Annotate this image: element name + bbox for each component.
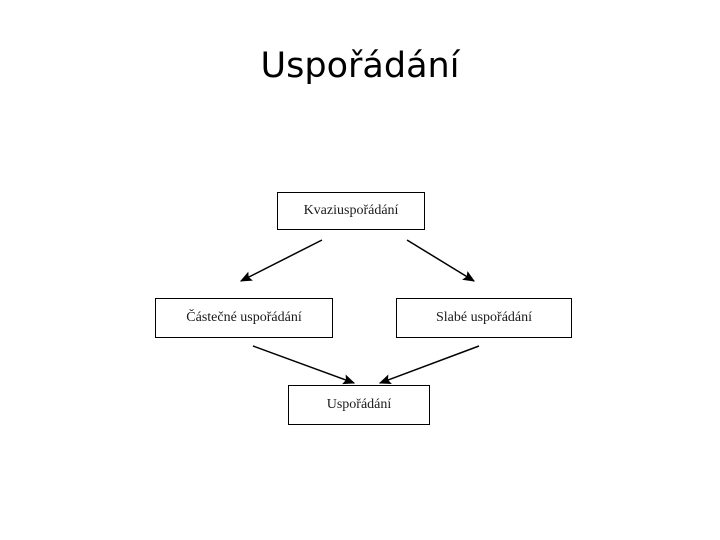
node-label-usporadani: Uspořádání <box>326 397 392 412</box>
node-castecne-usporadani[interactable]: Částečné uspořádání <box>155 298 333 338</box>
node-label-castecne-usporadani: Částečné uspořádání <box>186 310 302 325</box>
node-slabe-usporadani[interactable]: Slabé uspořádání <box>396 298 572 338</box>
node-usporadani[interactable]: Uspořádání <box>288 385 430 425</box>
node-kvaziusporadani[interactable]: Kvaziuspořádání <box>277 192 425 230</box>
node-label-slabe-usporadani: Slabé uspořádání <box>435 310 533 325</box>
edge-partial-to-order <box>252 345 356 385</box>
node-label-kvaziusporadani: Kvaziuspořádání <box>303 203 399 218</box>
edge-quasi-to-weak <box>406 239 476 282</box>
edge-weak-to-order <box>378 345 480 384</box>
edge-quasi-to-partial <box>239 239 323 282</box>
page-title: Uspořádání <box>260 46 460 86</box>
